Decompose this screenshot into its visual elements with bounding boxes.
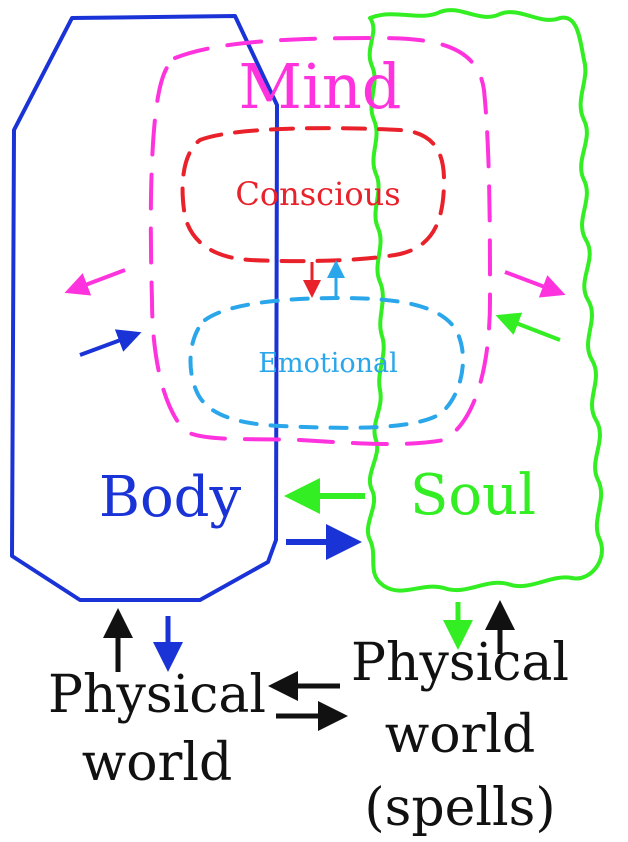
mind-label: Mind	[239, 50, 402, 123]
conscious-region	[180, 126, 447, 264]
body-region	[10, 14, 279, 602]
soul-label: Soul	[410, 463, 536, 528]
physical-world-right-line1: Physical	[351, 633, 569, 693]
body-label: Body	[99, 465, 242, 530]
physical-world-right-line3: (spells)	[364, 778, 555, 838]
emotional-label: Emotional	[258, 348, 397, 379]
emotional-region	[188, 295, 465, 430]
soul-region	[366, 8, 604, 593]
body-to-mind-arrow	[79, 329, 142, 357]
mind-to-soul-arrow	[504, 270, 566, 298]
conscious-label: Conscious	[235, 175, 400, 213]
physical-world-left-line2: world	[82, 733, 233, 793]
physical-world-left-line1: Physical	[48, 665, 266, 725]
physical-world-right-line2: world	[385, 705, 536, 765]
soul-to-mind-arrow	[495, 312, 561, 342]
mind-to-body-arrow	[64, 268, 126, 296]
mind-region	[148, 35, 493, 447]
